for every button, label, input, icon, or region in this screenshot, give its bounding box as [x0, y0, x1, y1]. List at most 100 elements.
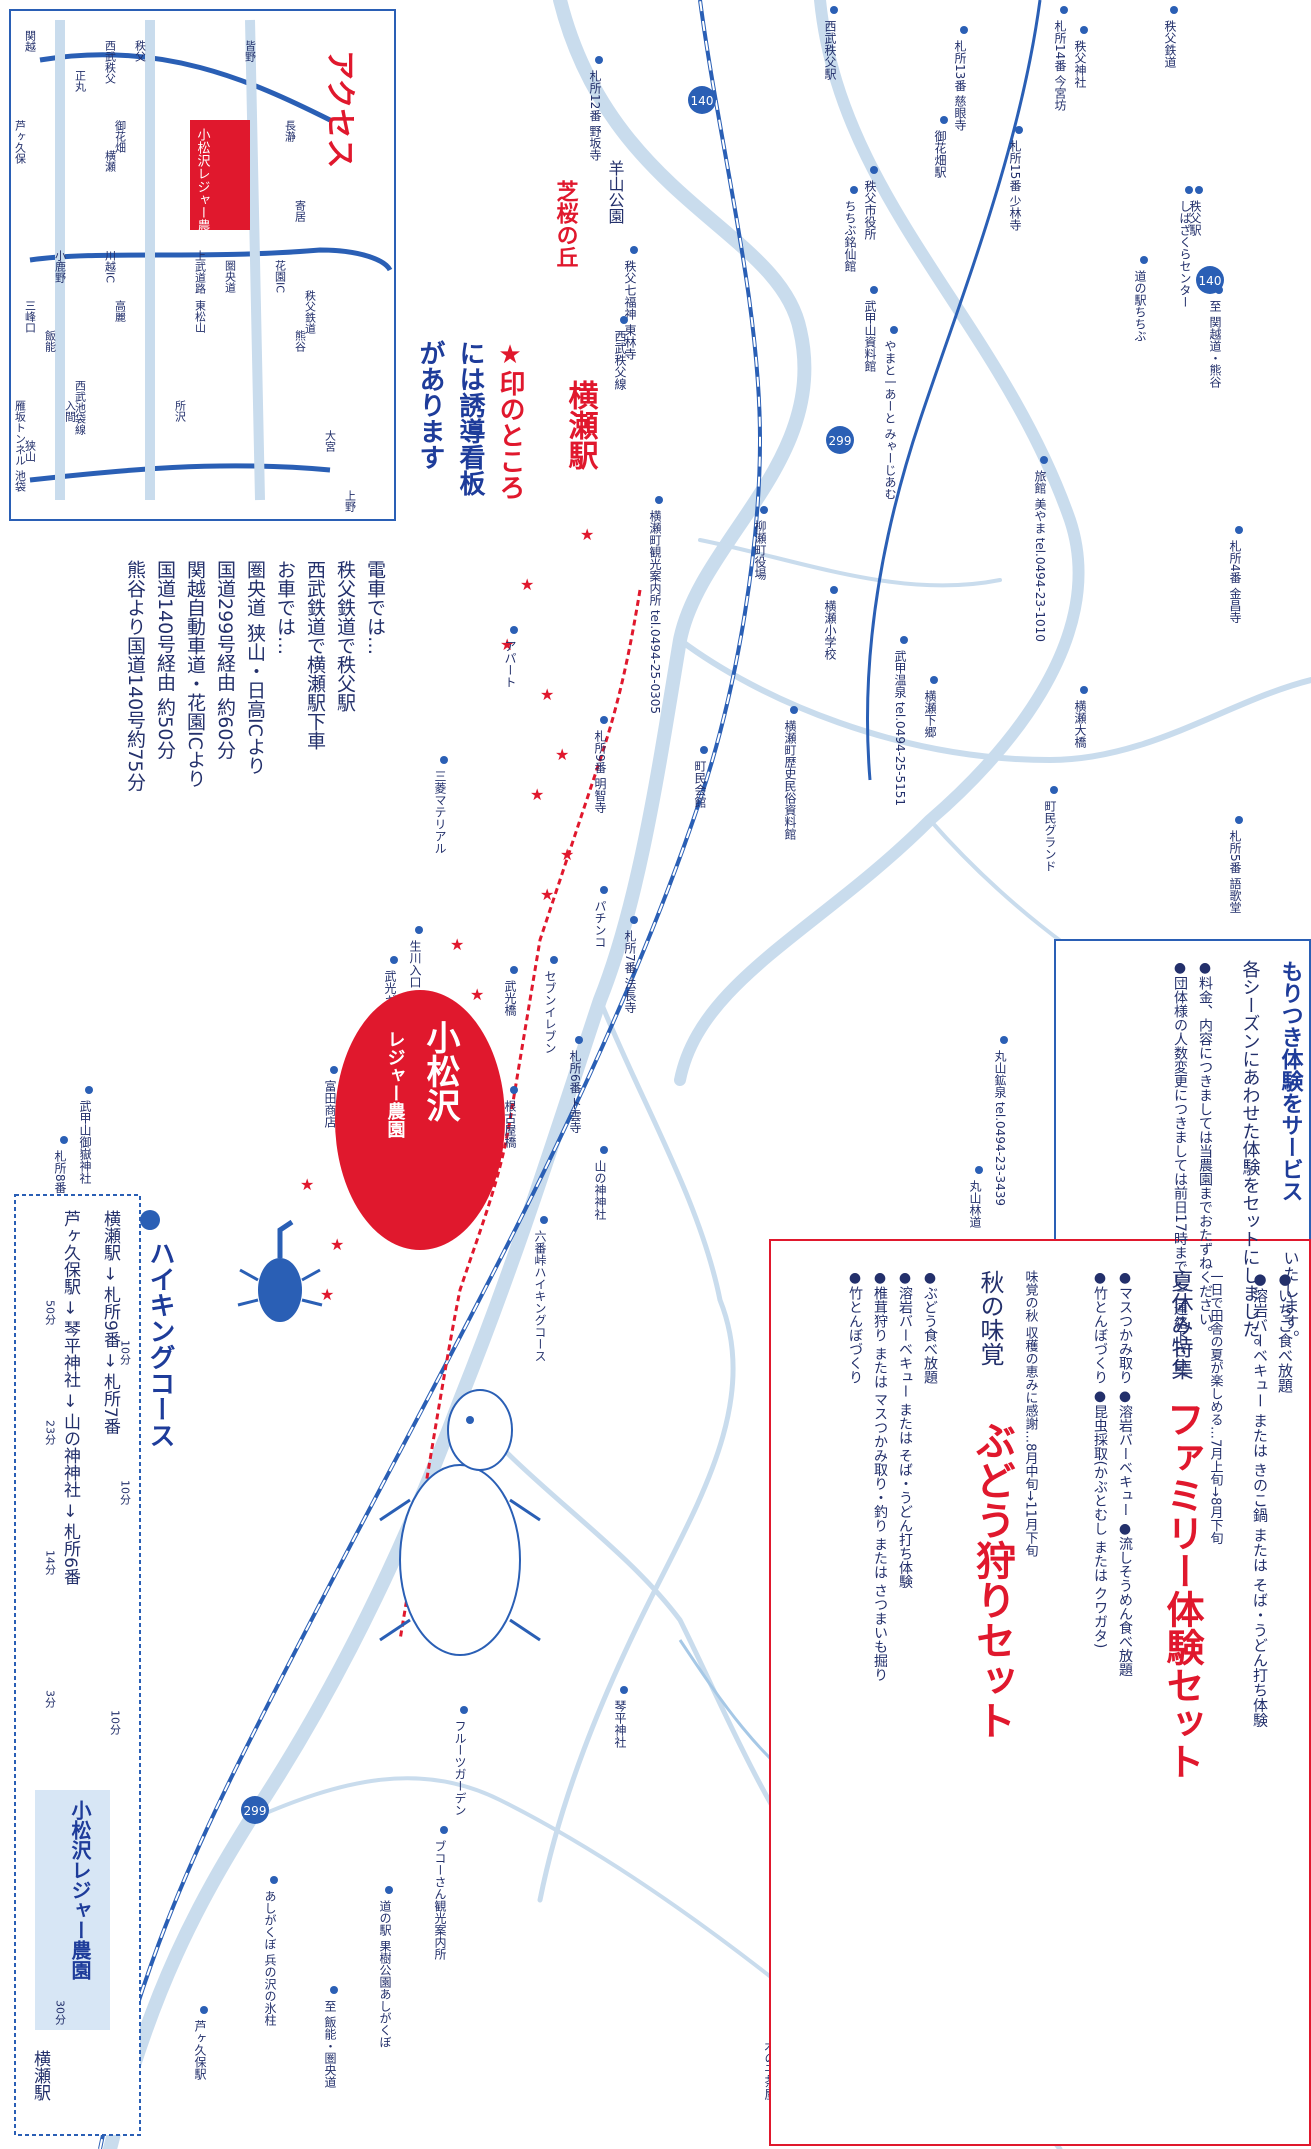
place-marker: [415, 926, 423, 934]
place-label: あしがくぼ 兵の沢の氷柱: [263, 1890, 277, 2027]
shibazakura-label: 芝桜の丘: [553, 179, 579, 268]
place-label: 横瀬下郷: [923, 690, 937, 738]
place-label: 武甲山御嶽神社: [78, 1100, 92, 1184]
spring-item: ●いちご食べ放題: [1276, 1270, 1294, 1394]
season-frame: [769, 1239, 1311, 2146]
autumn-lead: 味覚の秋 収穫の恵みに感謝…8月中旬→11月下旬: [1023, 1270, 1039, 1557]
place-marker: [330, 1986, 338, 1994]
place-label: 琴平神社: [613, 1700, 627, 1748]
hiking-row2-time: 14分: [44, 1550, 57, 1575]
place-marker: [540, 1216, 548, 1224]
place-marker: [830, 586, 838, 594]
place-label: しばざくらセンター: [1178, 200, 1192, 308]
inset-label: 正丸: [74, 70, 87, 93]
hiking-row2: 芦ヶ久保駅 → 琴平神社 → 山の神神社 → 札所6番: [60, 1210, 81, 1585]
place-marker: [1235, 816, 1243, 824]
inset-label: 高麗: [114, 299, 127, 323]
place-label: 芦ヶ久保駅: [193, 2020, 207, 2081]
spring-item: ●溶岩バーベキュー または きのこ鍋 または そば・うどん打ち体験: [1251, 1270, 1269, 1727]
inset-rail-1: [39, 52, 332, 123]
access-info: 電車では… 秩父鉄道で秩父駅 西武鉄道で横瀬駅下車 お車では… 圏央道 狭山・日…: [124, 560, 386, 792]
car-line: 圏央道 狭山・日高ICより: [244, 560, 266, 775]
inset-label: 大宮: [324, 429, 337, 453]
inset-map: アクセス 小松沢レジャー農園 関越秩父皆野長瀞寄居西武秩父御花畑横瀬芦ヶ久保正丸…: [9, 9, 396, 521]
inset-label: 秩父: [134, 40, 147, 62]
place-label: 道の駅ちちぶ: [1133, 270, 1147, 342]
place-label: やまと一あーと みゃーじあむ: [883, 340, 897, 500]
place-marker: [550, 956, 558, 964]
place-label: 秩父駅: [1188, 200, 1202, 237]
place-label: 丸山林道: [968, 1180, 982, 1228]
place-label: 武光橋: [503, 980, 517, 1017]
inset-label: 上武道路: [194, 250, 207, 295]
inset-label: 小鹿野: [54, 250, 67, 283]
place-label: 札所14番 今宮坊: [1053, 20, 1067, 112]
place-marker: [600, 1146, 608, 1154]
place-label: 札所7番 法長寺: [623, 930, 637, 1014]
inset-label: 狭山: [24, 440, 37, 462]
hiking-bullet-icon: [140, 1210, 160, 1230]
railways: [98, 0, 1042, 2149]
place-marker: [385, 1886, 393, 1894]
place-label: 横瀬町観光案内所 tel.0494-25-0305: [648, 510, 662, 715]
signboard-star-icon: ★: [560, 845, 574, 864]
place-marker: [200, 2006, 208, 2014]
place-marker: [1050, 786, 1058, 794]
place-label: 横瀬大橋: [1073, 700, 1087, 749]
place-label: アパート: [503, 640, 517, 688]
yokoze-station-label: 横瀬駅: [563, 380, 599, 471]
inset-destination: 小松沢レジャー農園: [195, 128, 211, 245]
inset-label: 熊谷: [294, 329, 307, 353]
destination-badge-line2: レジャー農園: [385, 1030, 406, 1139]
place-marker: [940, 116, 948, 124]
place-marker: [85, 1086, 93, 1094]
service-suffix: いたします。: [1281, 1250, 1300, 1346]
inset-label: 川越IC: [104, 250, 117, 283]
destination-badge[interactable]: 小松沢 レジャー農園: [335, 990, 505, 1250]
road-south: [537, 997, 736, 1903]
place-marker: [600, 886, 608, 894]
inset-label: 花園IC: [274, 260, 287, 294]
car-line: 関越自動車道・花園ICより: [184, 560, 206, 788]
road-west: [248, 1776, 802, 2002]
place-label: 札所5番 語歌堂: [1228, 830, 1242, 914]
place-label: 札所13番 慈眼寺: [953, 40, 967, 132]
signboard-star-icon: ★: [540, 885, 554, 904]
signboard-star-icon: ★: [500, 635, 514, 654]
car-line: 熊谷より国道140号約75分: [124, 560, 146, 792]
place-marker: [460, 1706, 468, 1714]
signboard-star-icon: ★: [450, 935, 464, 954]
place-marker: [1015, 126, 1023, 134]
signboard-line1: には誘導看板: [455, 340, 485, 497]
place-label: 町民会館: [693, 760, 707, 808]
road-yokoze: [698, 538, 1002, 588]
place-label: ちちぶ銘仙館: [843, 200, 857, 272]
signboard-star-icon: ★: [520, 575, 534, 594]
inset-labels: 関越秩父皆野長瀞寄居西武秩父御花畑横瀬芦ヶ久保正丸小鹿野三峰口雁坂トンネル高麗飯…: [14, 30, 357, 512]
car-line: 国道140号経由 約50分: [154, 560, 176, 759]
inset-label: 圏央道: [224, 260, 237, 293]
place-marker: [760, 506, 768, 514]
place-label: 至 関越道・熊谷: [1208, 300, 1222, 388]
summer-lead: 一日で田舎の夏が楽しめる…7月上旬→8月下旬: [1208, 1270, 1224, 1545]
place-marker: [600, 716, 608, 724]
place-marker: [60, 1136, 68, 1144]
inset-label: 横瀬: [104, 149, 117, 173]
place-label: 丸山鉱泉 tel.0494-23-3439: [993, 1050, 1007, 1207]
place-label: 至 飯能・圏央道: [323, 2000, 337, 2088]
place-label: 旅館 美やま tel.0494-23-1010: [1033, 470, 1047, 642]
place-marker: [1080, 26, 1088, 34]
chichibu-railway: [865, 0, 1042, 781]
place-label: 札所12番 野坂寺: [588, 70, 602, 162]
destination-badge-line1: 小松沢: [420, 1020, 460, 1123]
place-label: 札所9番 明智寺: [593, 730, 607, 814]
inset-title: アクセス: [322, 50, 357, 169]
car-line: 国道299号経由 約60分: [214, 560, 236, 759]
summer-title-small: 夏休み特集: [1168, 1270, 1194, 1380]
place-label: 六番峠ハイキングコース: [533, 1230, 547, 1362]
place-label: 武甲温泉 tel.0494-25-5151: [893, 650, 907, 807]
autumn-item: ●竹とんぼづくり: [847, 1270, 863, 1384]
place-marker: [575, 1036, 583, 1044]
place-marker: [595, 56, 603, 64]
signboard-lead: ★印のところ: [495, 340, 525, 500]
